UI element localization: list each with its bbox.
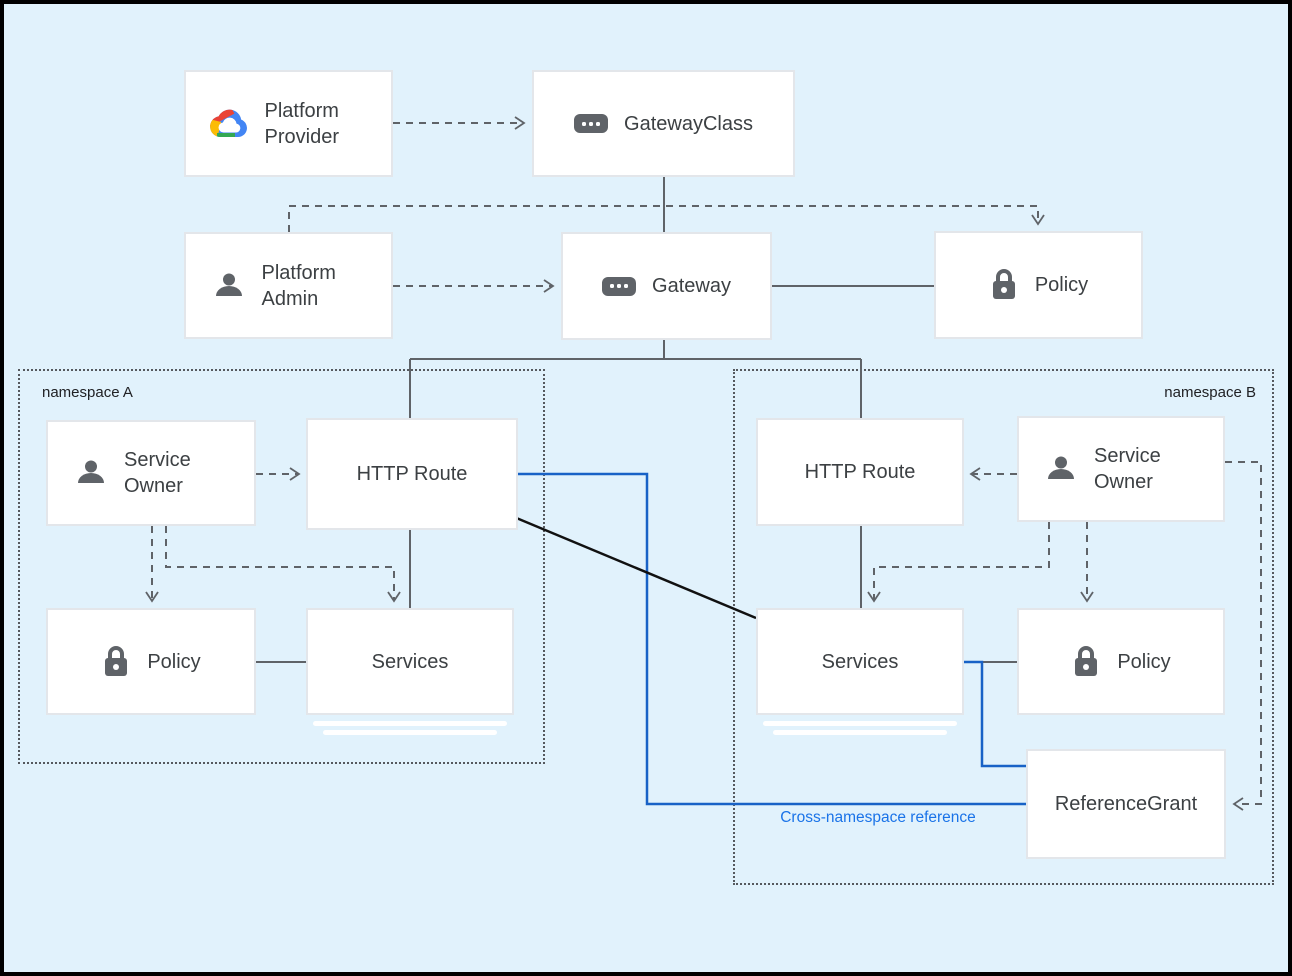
node-policy-top: Policy bbox=[934, 231, 1143, 339]
node-label: Services bbox=[371, 650, 449, 673]
lock-icon bbox=[989, 267, 1019, 303]
node-gateway: Gateway bbox=[561, 232, 772, 340]
node-label: Platform Provider bbox=[264, 99, 339, 148]
route-chip-icon bbox=[574, 114, 609, 133]
node-label: HTTP Route bbox=[804, 461, 916, 483]
node-http-route-a: HTTP Route bbox=[306, 418, 518, 530]
node-label: Gateway bbox=[652, 275, 731, 297]
dashed-gray-arrows bbox=[145, 116, 1262, 811]
node-services-a: Services bbox=[306, 608, 514, 735]
solid-gray-lines bbox=[256, 177, 1017, 663]
node-service-owner-b: Service Owner bbox=[1017, 416, 1225, 522]
namespace-a-container: namespace A bbox=[18, 369, 545, 764]
node-http-route-b: HTTP Route bbox=[756, 418, 964, 526]
node-service-owner-a: Service Owner bbox=[46, 420, 256, 526]
node-label: Policy bbox=[1034, 274, 1089, 296]
person-icon bbox=[74, 456, 108, 490]
arrow-owner-b-to-services-b bbox=[867, 522, 1050, 603]
line-httproute-a-to-referencegrant bbox=[518, 472, 1026, 806]
node-label: ReferenceGrant bbox=[1054, 793, 1198, 815]
person-icon bbox=[212, 269, 246, 303]
connector-layer bbox=[145, 116, 1262, 811]
person-icon bbox=[1044, 452, 1078, 486]
arrow-owner-b-to-referencegrant bbox=[1225, 461, 1262, 811]
namespace-a-label: namespace A bbox=[42, 384, 133, 401]
cross-namespace-reference-label: Cross-namespace reference bbox=[780, 809, 976, 826]
node-label: Service Owner bbox=[124, 449, 191, 497]
node-reference-grant: ReferenceGrant bbox=[1026, 749, 1226, 859]
node-label: Services bbox=[821, 650, 899, 673]
node-label: Policy bbox=[147, 650, 201, 673]
blue-reference-lines bbox=[518, 472, 1026, 806]
line-services-b-to-referencegrant bbox=[964, 660, 1026, 768]
node-policy-b: Policy bbox=[1017, 608, 1225, 715]
node-label: GatewayClass bbox=[624, 112, 753, 135]
lock-icon bbox=[101, 644, 131, 680]
route-chip-icon bbox=[602, 276, 637, 296]
node-services-b: Services bbox=[756, 608, 964, 735]
line-httproute-a-to-services-b bbox=[513, 515, 757, 620]
lock-icon bbox=[1071, 644, 1101, 680]
node-platform-admin: Platform Admin bbox=[184, 232, 393, 339]
node-label: Service Owner bbox=[1094, 445, 1161, 493]
namespace-b-label: namespace B bbox=[1164, 384, 1256, 401]
node-label: Policy bbox=[1117, 650, 1171, 673]
line-gateway-to-httproutes bbox=[409, 340, 862, 418]
arrow-admin-to-policy bbox=[288, 205, 1045, 232]
google-cloud-logo-icon bbox=[209, 108, 249, 140]
node-platform-provider: Platform Provider bbox=[184, 70, 393, 177]
namespace-b-container: namespace B bbox=[733, 369, 1274, 885]
node-label: Platform Admin bbox=[261, 261, 336, 310]
node-gateway-class: GatewayClass bbox=[532, 70, 795, 177]
node-label: HTTP Route bbox=[356, 463, 468, 485]
node-policy-a: Policy bbox=[46, 608, 256, 715]
arrow-owner-a-to-services-a bbox=[165, 526, 401, 603]
